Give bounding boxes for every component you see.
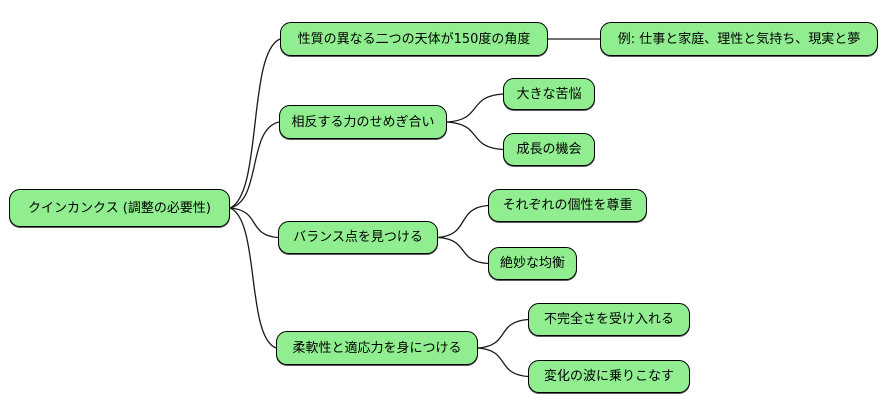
mindmap-node-flexibility: 柔軟性と適応力を身につける	[276, 331, 478, 365]
edge-flexibility-change	[477, 347, 529, 378]
node-label-balance: バランス点を見つける	[293, 230, 423, 245]
node-label-growth: 成長の機会	[516, 142, 582, 157]
mindmap-node-change: 変化の波に乗りこなす	[528, 360, 690, 393]
mindmap-node-example: 例: 仕事と家庭、理性と気持ち、現実と夢	[600, 22, 878, 56]
node-label-respect: それぞれの個性を尊重	[502, 198, 633, 213]
edge-conflict-suffering	[446, 93, 504, 123]
mindmap-node-root: クインカンクス (調整の必要性)	[9, 189, 230, 227]
edge-root-conflict	[229, 121, 280, 209]
edge-flexibility-imperfection	[477, 318, 529, 349]
node-label-example: 例: 仕事と家庭、理性と気持ち、現実と夢	[617, 31, 861, 47]
node-label-conflict: 相反する力のせめぎ合い	[291, 114, 435, 130]
mindmap-node-growth: 成長の機会	[503, 133, 595, 166]
mindmap-node-suffering: 大きな苦悩	[503, 78, 595, 110]
edge-conflict-growth	[446, 121, 504, 151]
node-label-equilibrium: 絶妙な均衡	[499, 256, 565, 271]
edge-root-balance	[229, 207, 279, 239]
mindmap-node-respect: それぞれの個性を尊重	[488, 189, 647, 222]
mindmap-node-imperfection: 不完全さを受け入れる	[528, 303, 690, 336]
node-label-root: クインカンクス (調整の必要性)	[28, 200, 211, 216]
node-label-flexibility: 柔軟性と適応力を身につける	[292, 340, 462, 356]
mindmap-node-conflict: 相反する力のせめぎ合い	[279, 105, 447, 139]
mindmap-node-angle: 性質の異なる二つの天体が150度の角度	[280, 22, 548, 56]
edge-balance-respect	[437, 204, 489, 239]
mindmap-node-equilibrium: 絶妙な均衡	[488, 247, 577, 280]
edge-root-angle	[229, 38, 281, 209]
node-label-change: 変化の波に乗りこなす	[543, 369, 674, 384]
mindmap-node-balance: バランス点を見つける	[278, 221, 438, 254]
edge-root-flexibility	[229, 207, 277, 349]
edge-balance-equilibrium	[437, 236, 489, 265]
node-label-angle: 性質の異なる二つの天体が150度の角度	[297, 31, 531, 47]
node-label-suffering: 大きな苦悩	[516, 86, 582, 102]
node-label-imperfection: 不完全さを受け入れる	[543, 312, 674, 327]
